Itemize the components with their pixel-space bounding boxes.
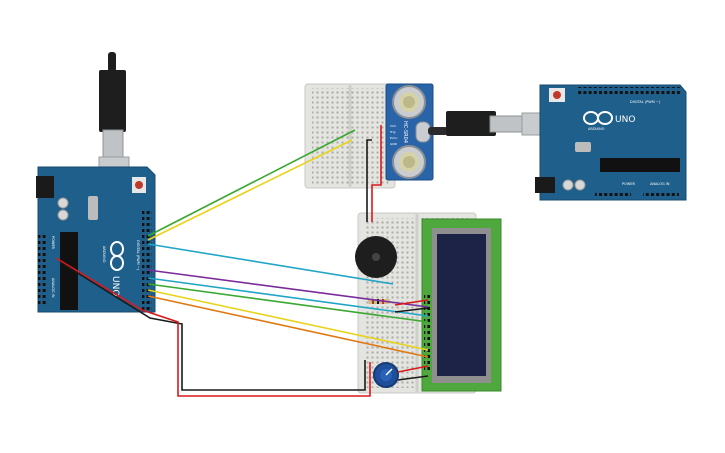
sensor-transducer-bottom xyxy=(392,145,426,179)
wire-green-sensor xyxy=(147,129,356,237)
sensor-model-label: HC-SR04 xyxy=(402,121,408,143)
arduino-left-brand-text: ARDUINO xyxy=(102,246,106,263)
wire-orange-lcd xyxy=(147,295,429,358)
wire-red-pot xyxy=(397,365,429,373)
wire-yellow-lcd xyxy=(147,289,429,351)
potentiometer-icon xyxy=(373,362,399,388)
arduino-left-analog-label: ANALOG IN xyxy=(51,278,55,298)
wires xyxy=(55,125,429,397)
arduino-right-uno-text: UNO xyxy=(615,115,635,125)
ultrasonic-sensor: HC-SR04 VCC Trig Echo GND xyxy=(385,83,434,181)
breadboard-mini xyxy=(304,83,396,189)
buzzer-icon xyxy=(355,236,397,278)
arduino-left-uno-text: UNO xyxy=(110,276,120,296)
sensor-pin-vcc: VCC xyxy=(390,124,396,128)
wire-teal-lcd xyxy=(147,277,429,317)
wire-black-pot xyxy=(397,375,429,381)
wire-red-lcd-local xyxy=(394,299,429,306)
arduino-left-power-label: POWER xyxy=(51,236,55,250)
arduino-right-digital-label: DIGITAL (PWM ~) xyxy=(630,100,661,104)
arduino-uno-right: UNO ARDUINO DIGITAL (PWM ~) POWER ANALOG… xyxy=(535,84,687,201)
arduino-left-digital-label: DIGITAL (PWM ~) xyxy=(136,240,140,271)
wire-black-sensor xyxy=(366,139,372,222)
arduino-uno-left: UNO ARDUINO DIGITAL (PWM ~) POWER ANALOG… xyxy=(36,166,156,313)
wire-purple-lcd xyxy=(147,269,429,308)
wire-black-ground xyxy=(59,261,366,391)
sensor-pin-labels: VCC Trig Echo GND xyxy=(389,124,398,146)
lcd-display xyxy=(421,218,502,392)
arduino-infinity-logo-icon xyxy=(110,241,124,271)
wire-yellow-sensor xyxy=(147,139,353,241)
sensor-pin-trig: Trig xyxy=(389,130,395,134)
wire-black-lcd-local xyxy=(394,307,429,313)
arduino-infinity-logo-icon xyxy=(583,111,613,125)
wire-green-lcd xyxy=(147,283,429,323)
wire-teal-buzzer xyxy=(147,243,394,285)
arduino-right-power-label: POWER xyxy=(622,182,636,186)
sensor-transducer-top xyxy=(392,85,426,119)
sensor-pin-echo: Echo xyxy=(390,136,397,140)
arduino-right-analog-label: ANALOG IN xyxy=(650,182,670,186)
wire-red-sensor xyxy=(371,125,382,222)
wire-red-power xyxy=(55,257,371,397)
arduino-right-brand-text: ARDUINO xyxy=(588,127,605,131)
sensor-pin-gnd: GND xyxy=(390,142,398,146)
